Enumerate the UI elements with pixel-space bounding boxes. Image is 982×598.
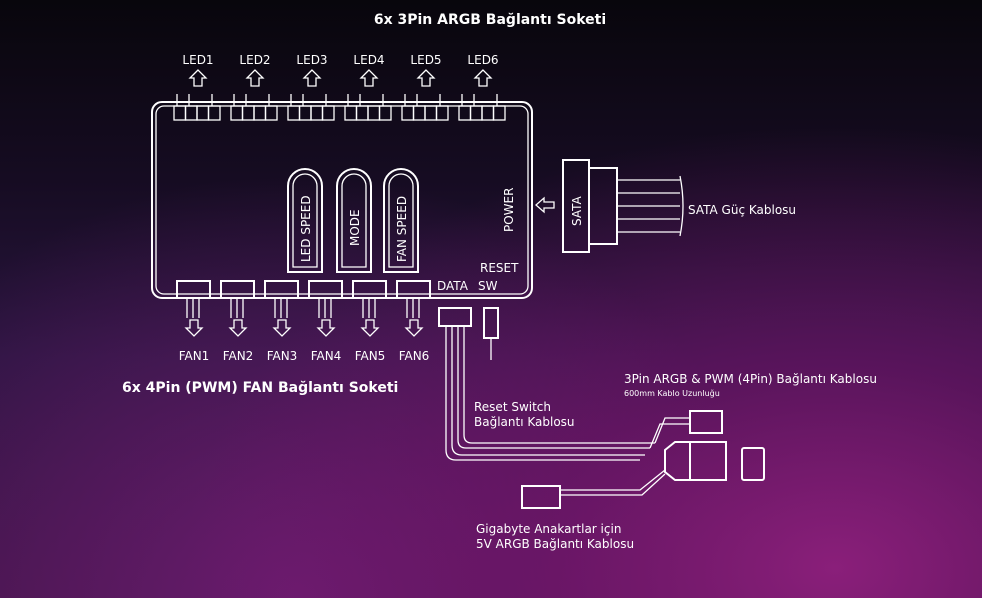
- arrow-up-icon: [416, 69, 436, 87]
- led-port: LED1: [173, 53, 221, 121]
- led-port-label: LED6: [467, 53, 498, 67]
- data-connector: [438, 307, 472, 327]
- button-fan-speed[interactable]: FAN SPEED: [383, 168, 419, 273]
- argb-plug-face: [741, 447, 765, 481]
- sata-cable-label: SATA Güç Kablosu: [688, 203, 796, 217]
- top-title: 6x 3Pin ARGB Bağlantı Soketi: [374, 12, 606, 28]
- fan-port: FAN4: [308, 280, 343, 363]
- fan-cable-branch: [649, 417, 690, 449]
- led-port-label: LED1: [182, 53, 213, 67]
- reset-connector: [483, 307, 499, 339]
- reset-cable-line1: Reset Switch: [474, 400, 551, 414]
- button-label: MODE: [348, 209, 362, 246]
- led-port-label: LED2: [239, 53, 270, 67]
- main-cable: [445, 326, 655, 461]
- arrow-down-icon: [228, 319, 248, 337]
- led-port: LED2: [230, 53, 278, 121]
- fan-port-label: FAN3: [267, 349, 298, 363]
- fan-port-label: FAN1: [179, 349, 210, 363]
- arrow-up-icon: [302, 69, 322, 87]
- fan-title: 6x 4Pin (PWM) FAN Bağlantı Soketi: [122, 380, 398, 396]
- fan-4pin-plug: [689, 410, 723, 434]
- fan-port: FAN1: [176, 280, 211, 363]
- power-arrow-icon: [535, 196, 555, 214]
- fan-port-label: FAN4: [311, 349, 342, 363]
- arrow-down-icon: [184, 319, 204, 337]
- arrow-up-icon: [188, 69, 208, 87]
- arrow-down-icon: [272, 319, 292, 337]
- fan-port-label: FAN2: [223, 349, 254, 363]
- reset-cable-line2: Bağlantı Kablosu: [474, 415, 575, 429]
- arrow-up-icon: [245, 69, 265, 87]
- power-label: POWER: [502, 188, 516, 232]
- fan-port: FAN5: [352, 280, 387, 363]
- gigabyte-line2: 5V ARGB Bağlantı Kablosu: [476, 537, 634, 551]
- gigabyte-line1: Gigabyte Anakartlar için: [476, 522, 621, 536]
- led-port-label: LED4: [353, 53, 384, 67]
- arrow-up-icon: [359, 69, 379, 87]
- sata-label: SATA: [570, 195, 584, 226]
- fan-port-label: FAN5: [355, 349, 386, 363]
- argb-plug: [689, 441, 727, 481]
- splitter: [664, 441, 691, 481]
- arrow-up-icon: [473, 69, 493, 87]
- button-led-speed[interactable]: LED SPEED: [287, 168, 323, 273]
- sw-label: SW: [478, 279, 498, 293]
- fan-port-label: FAN6: [399, 349, 430, 363]
- arrow-down-icon: [316, 319, 336, 337]
- arrow-down-icon: [404, 319, 424, 337]
- led-port-label: LED3: [296, 53, 327, 67]
- argb-pwm-cable-label: 3Pin ARGB & PWM (4Pin) Bağlantı Kablosu: [624, 372, 877, 386]
- fan-port: FAN2: [220, 280, 255, 363]
- reset-label: RESET: [480, 261, 519, 275]
- sata-connector: [562, 159, 684, 253]
- led-port-label: LED5: [410, 53, 441, 67]
- led-port: LED5: [401, 53, 449, 121]
- cable-length-label: 600mm Kablo Uzunluğu: [624, 389, 720, 398]
- data-label: DATA: [437, 279, 469, 293]
- gigabyte-plug: [521, 485, 561, 509]
- fan-port: FAN6: [396, 280, 431, 363]
- led-port: LED3: [287, 53, 335, 121]
- gigabyte-cable: [560, 469, 666, 496]
- fan-port: FAN3: [264, 280, 299, 363]
- button-label: LED SPEED: [299, 195, 313, 262]
- button-mode[interactable]: MODE: [336, 168, 372, 273]
- arrow-down-icon: [360, 319, 380, 337]
- button-label: FAN SPEED: [395, 196, 409, 262]
- led-port: LED6: [458, 53, 506, 121]
- led-port: LED4: [344, 53, 392, 121]
